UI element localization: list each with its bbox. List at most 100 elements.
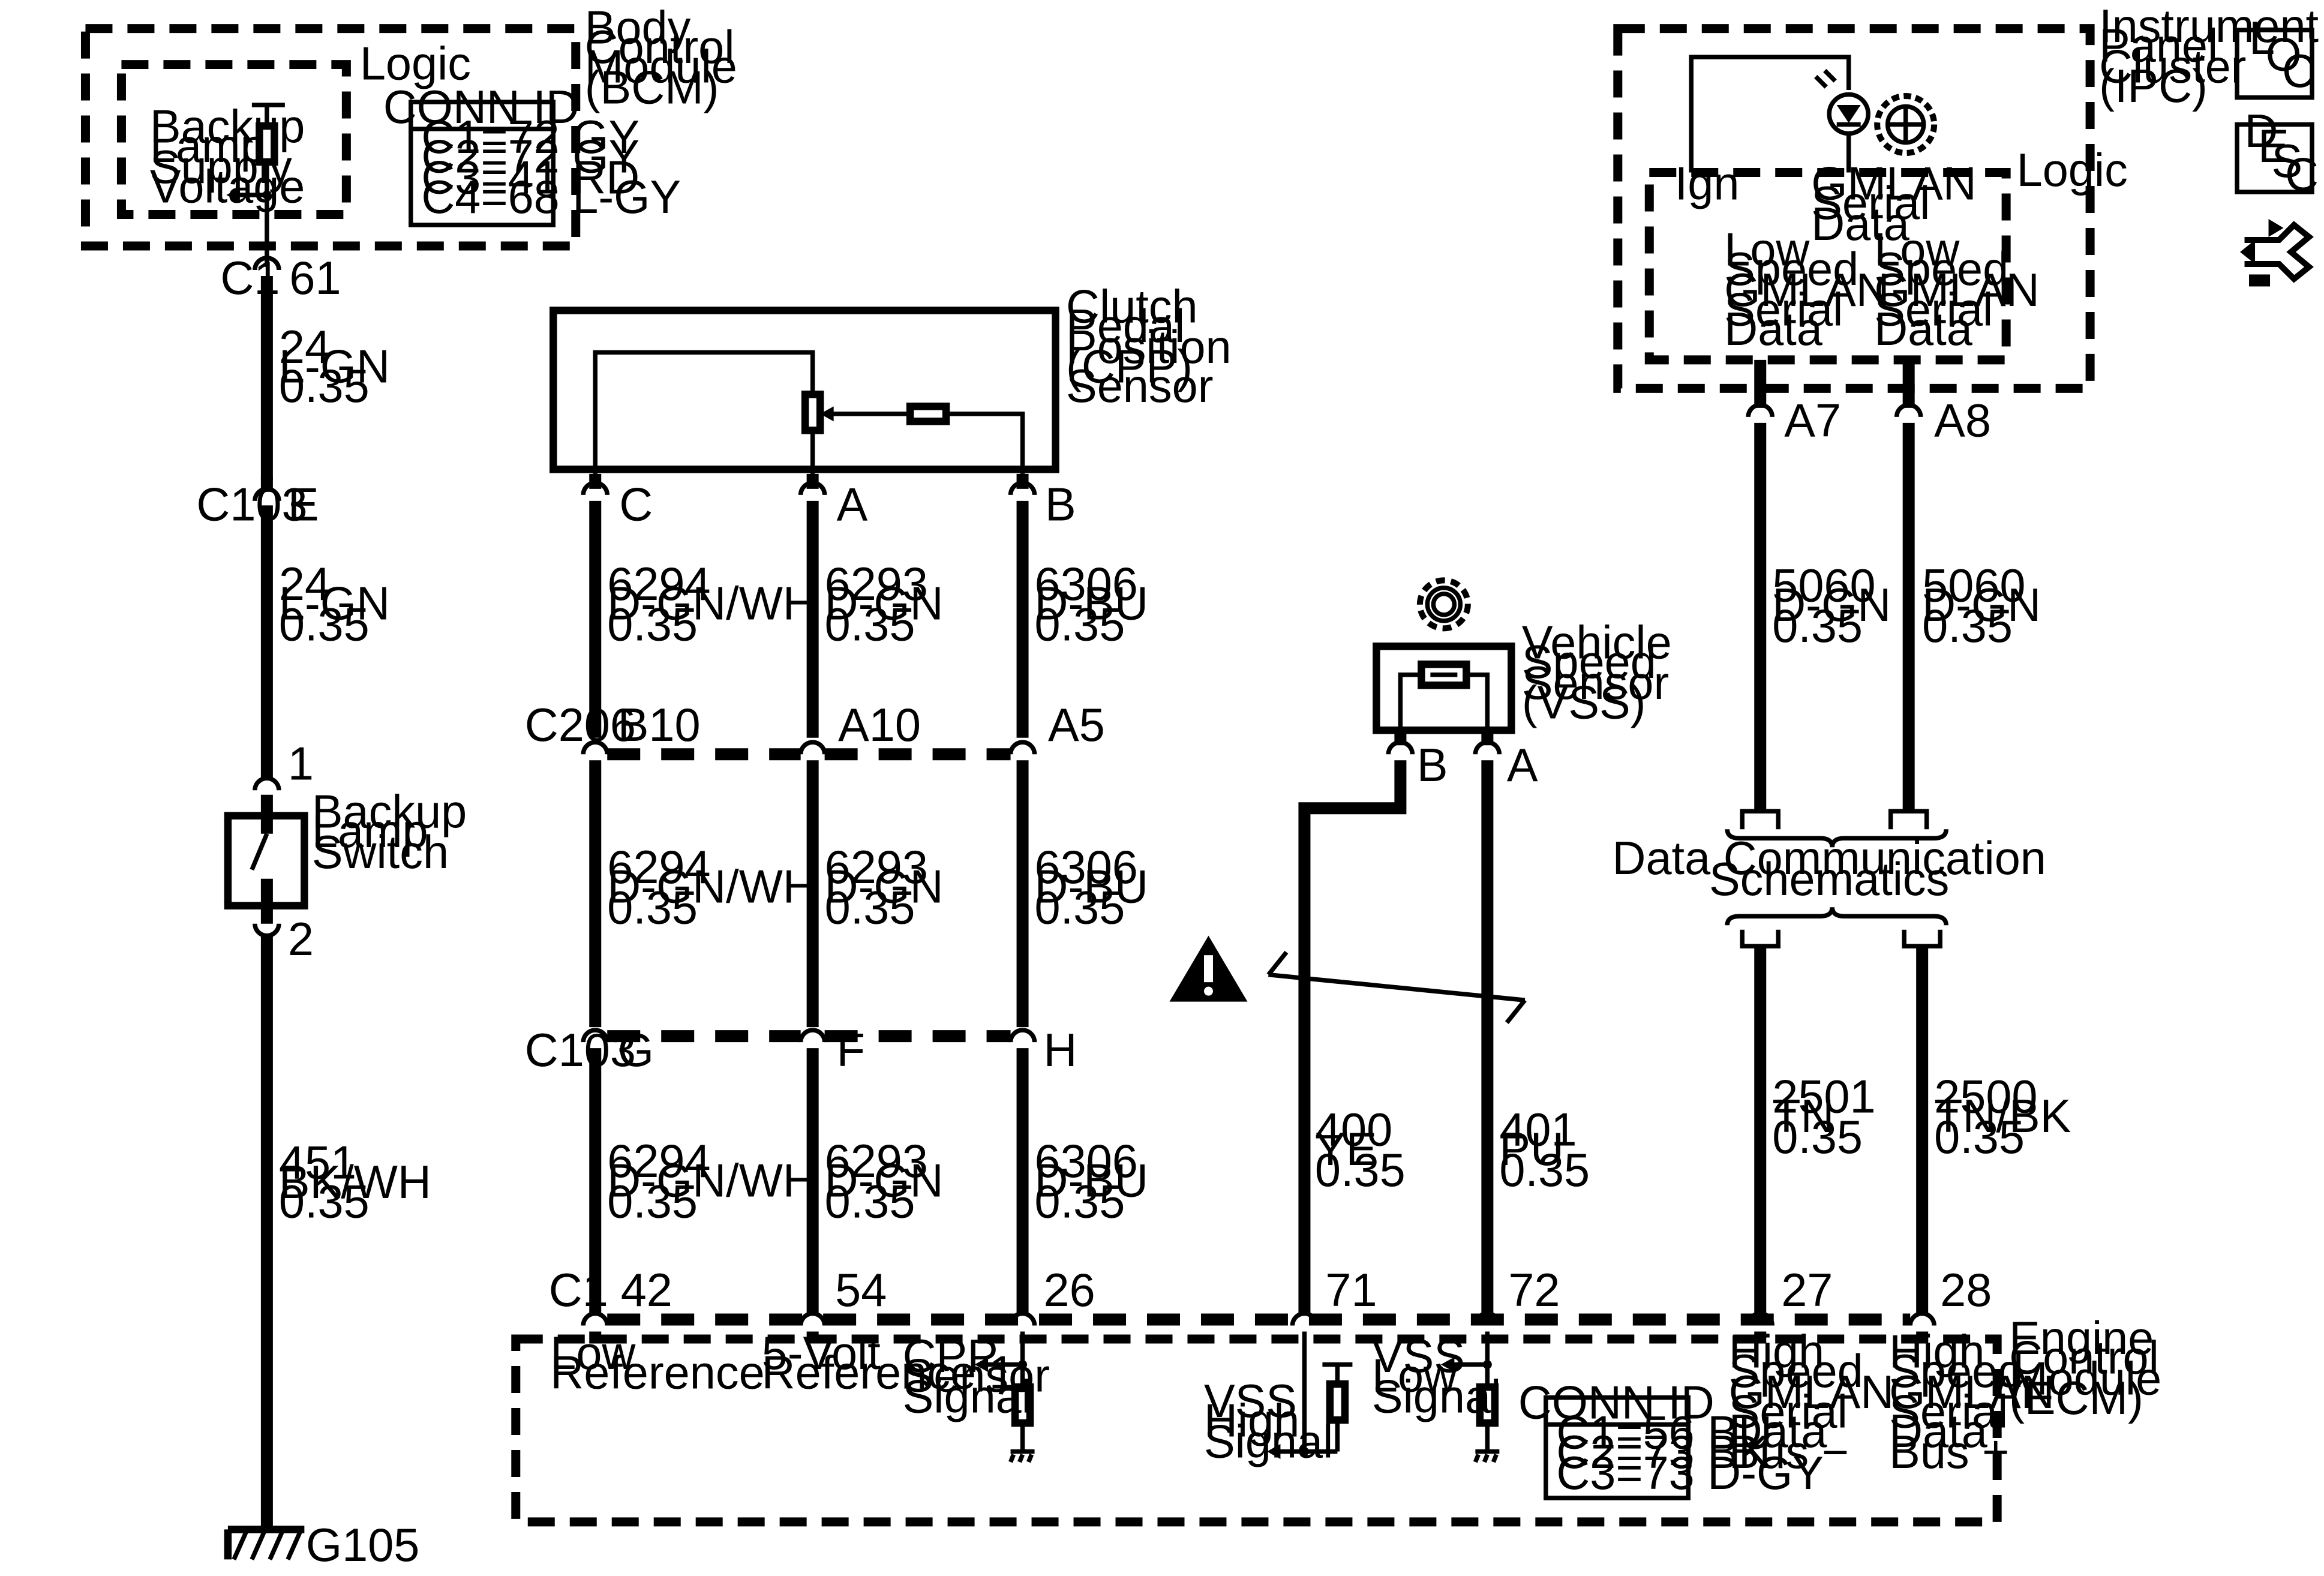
svg-text:C103: C103 — [525, 1025, 636, 1076]
svg-text:Signal: Signal — [1372, 1371, 1501, 1422]
svg-text:Sensor: Sensor — [903, 1350, 1050, 1401]
desc-icon[interactable]: D E S C — [2235, 106, 2319, 201]
svg-text:0.35: 0.35 — [607, 882, 698, 934]
dcs-wire-labels: 2501 TN 0.35 2500 TN/BK 0.35 — [1772, 1071, 2071, 1163]
svg-text:Schematics: Schematics — [1709, 854, 1949, 905]
svg-text:Signal: Signal — [1204, 1416, 1333, 1467]
ecm-title: Engine Control Module (ECM) — [2009, 1313, 2161, 1424]
svg-text:B: B — [1045, 479, 1076, 530]
svg-text:Position: Position — [1066, 322, 1232, 373]
ipc-wire-labels: 5060 D-GN 0.35 5060 D-GN 0.35 — [1772, 560, 2041, 652]
svg-text:0.35: 0.35 — [1035, 882, 1125, 934]
svg-text:28: 28 — [1940, 1265, 1992, 1316]
svg-text:D: D — [2245, 106, 2278, 157]
ecm-vss-high-resistor — [1326, 1380, 1349, 1424]
svg-text:Module: Module — [2009, 1353, 2161, 1404]
svg-text:High: High — [1729, 1326, 1824, 1378]
vss-wire-labels: 400 YE 0.35 401 PU 0.35 — [1315, 1104, 1590, 1196]
svg-text:C: C — [2285, 149, 2319, 201]
svg-text:VSS: VSS — [1204, 1376, 1297, 1427]
ipc-ls-left: Low Speed GMLAN Serial Data — [1724, 224, 1889, 355]
svg-text:L: L — [2249, 13, 2275, 64]
svg-text:0.35: 0.35 — [825, 1176, 915, 1228]
svg-text:Speed: Speed — [1724, 244, 1858, 295]
svg-text:0.35: 0.35 — [279, 361, 370, 412]
svg-text:C2=72 GY: C2=72 GY — [421, 131, 639, 183]
svg-text:Instrument: Instrument — [2099, 1, 2319, 52]
svg-text:(ECM): (ECM) — [2009, 1373, 2143, 1424]
svg-text:Sensor: Sensor — [1066, 361, 1213, 412]
svg-text:61: 61 — [289, 253, 341, 304]
ecm-vss-low: VSS Low Signal — [1372, 1331, 1501, 1422]
svg-text:D-GN: D-GN — [825, 1155, 944, 1207]
svg-text:Backup: Backup — [150, 101, 305, 153]
svg-text:E: E — [2258, 121, 2289, 172]
svg-text:D-BU: D-BU — [1035, 578, 1148, 629]
svg-text:Speed: Speed — [1874, 244, 2008, 295]
svg-text:2500: 2500 — [1934, 1071, 2037, 1123]
ecm-low-reference: Low Reference — [550, 1328, 764, 1398]
data-communication-schematics-link[interactable]: Data Communication Schematics — [1613, 809, 2046, 948]
svg-text:0.35: 0.35 — [825, 599, 915, 650]
svg-text:2501: 2501 — [1772, 1071, 1875, 1123]
svg-text:GMLAN: GMLAN — [1724, 265, 1889, 316]
svg-text:401: 401 — [1499, 1104, 1577, 1156]
svg-text:0.35: 0.35 — [607, 1176, 698, 1228]
svg-text:C103: C103 — [196, 479, 307, 530]
svg-text:Lamp: Lamp — [150, 121, 266, 172]
connector-c103-cpp: C103 G F H — [525, 1025, 1077, 1076]
svg-text:0.35: 0.35 — [1922, 601, 2013, 652]
tools-icon[interactable] — [2240, 218, 2314, 287]
svg-text:Low: Low — [1724, 224, 1810, 275]
connector-c1-61 — [253, 256, 281, 271]
svg-text:H: H — [1044, 1025, 1077, 1076]
svg-text:Serial: Serial — [1811, 178, 1930, 229]
bcm-supply-label: Backup Lamp Supply Voltage — [150, 101, 305, 213]
svg-text:CONN ID: CONN ID — [383, 82, 580, 133]
svg-text:0.35: 0.35 — [1934, 1112, 2025, 1163]
svg-text:Serial: Serial — [1874, 284, 1993, 335]
svg-text:(IPC): (IPC) — [2099, 61, 2208, 112]
svg-text:D-BU: D-BU — [1035, 1155, 1148, 1207]
svg-text:6293: 6293 — [825, 842, 928, 893]
svg-text:GMLAN: GMLAN — [1874, 265, 2039, 316]
ecm-hs-gmlan-plus: High Speed GMLAN Serial Data Bus + — [1889, 1326, 2055, 1478]
vss-pins: B A — [1386, 730, 1538, 791]
svg-text:Bus +: Bus + — [1889, 1427, 2009, 1478]
svg-text:Low: Low — [1372, 1350, 1458, 1401]
svg-text:C206: C206 — [525, 700, 636, 751]
svg-text:C2=73 BK: C2=73 BK — [1556, 1427, 1769, 1478]
svg-text:Signal: Signal — [903, 1371, 1032, 1422]
ground-icon — [1473, 1449, 1500, 1463]
bcm-conn-id-table: CONN ID C1=72 GY C2=72 GY C3=41 RD C4=68… — [383, 82, 681, 227]
svg-text:D-GN: D-GN — [1772, 580, 1891, 631]
svg-text:0.35: 0.35 — [607, 599, 698, 650]
svg-text:6293: 6293 — [825, 559, 928, 610]
led-icon — [1814, 68, 1870, 136]
svg-text:Control: Control — [585, 22, 735, 73]
svg-text:Module: Module — [585, 41, 737, 93]
svg-text:Body: Body — [585, 2, 691, 54]
connector-c206: C206 B10 A10 A5 — [525, 700, 1105, 761]
svg-text:6306: 6306 — [1035, 1136, 1138, 1187]
svg-text:GMLAN: GMLAN — [1811, 158, 1976, 210]
svg-text:A7: A7 — [1784, 395, 1841, 446]
ipc-box — [1613, 24, 2095, 393]
svg-text:C1=56 BU: C1=56 BU — [1556, 1407, 1772, 1458]
svg-text:54: 54 — [835, 1265, 887, 1316]
svg-text:1: 1 — [288, 739, 314, 790]
svg-text:27: 27 — [1781, 1265, 1833, 1316]
cpp-pins: C A B — [581, 479, 1076, 530]
svg-text:Serial: Serial — [1724, 284, 1843, 335]
svg-text:Reference: Reference — [550, 1347, 764, 1398]
svg-text:0.35: 0.35 — [279, 599, 370, 650]
cpp-title: Clutch Pedal Position (CPP) Sensor — [1066, 281, 1232, 412]
ipc-ls-right: Low Speed GMLAN Serial Data — [1874, 224, 2039, 355]
svg-text:0.35: 0.35 — [1772, 1112, 1863, 1163]
svg-text:VSS: VSS — [1372, 1331, 1465, 1382]
loc-icon[interactable]: L O C — [2235, 13, 2316, 100]
svg-text:Data: Data — [1889, 1406, 1988, 1457]
svg-text:Pedal: Pedal — [1066, 301, 1185, 352]
gear-icon — [1416, 577, 1471, 632]
svg-text:BK/WH: BK/WH — [279, 1157, 431, 1208]
